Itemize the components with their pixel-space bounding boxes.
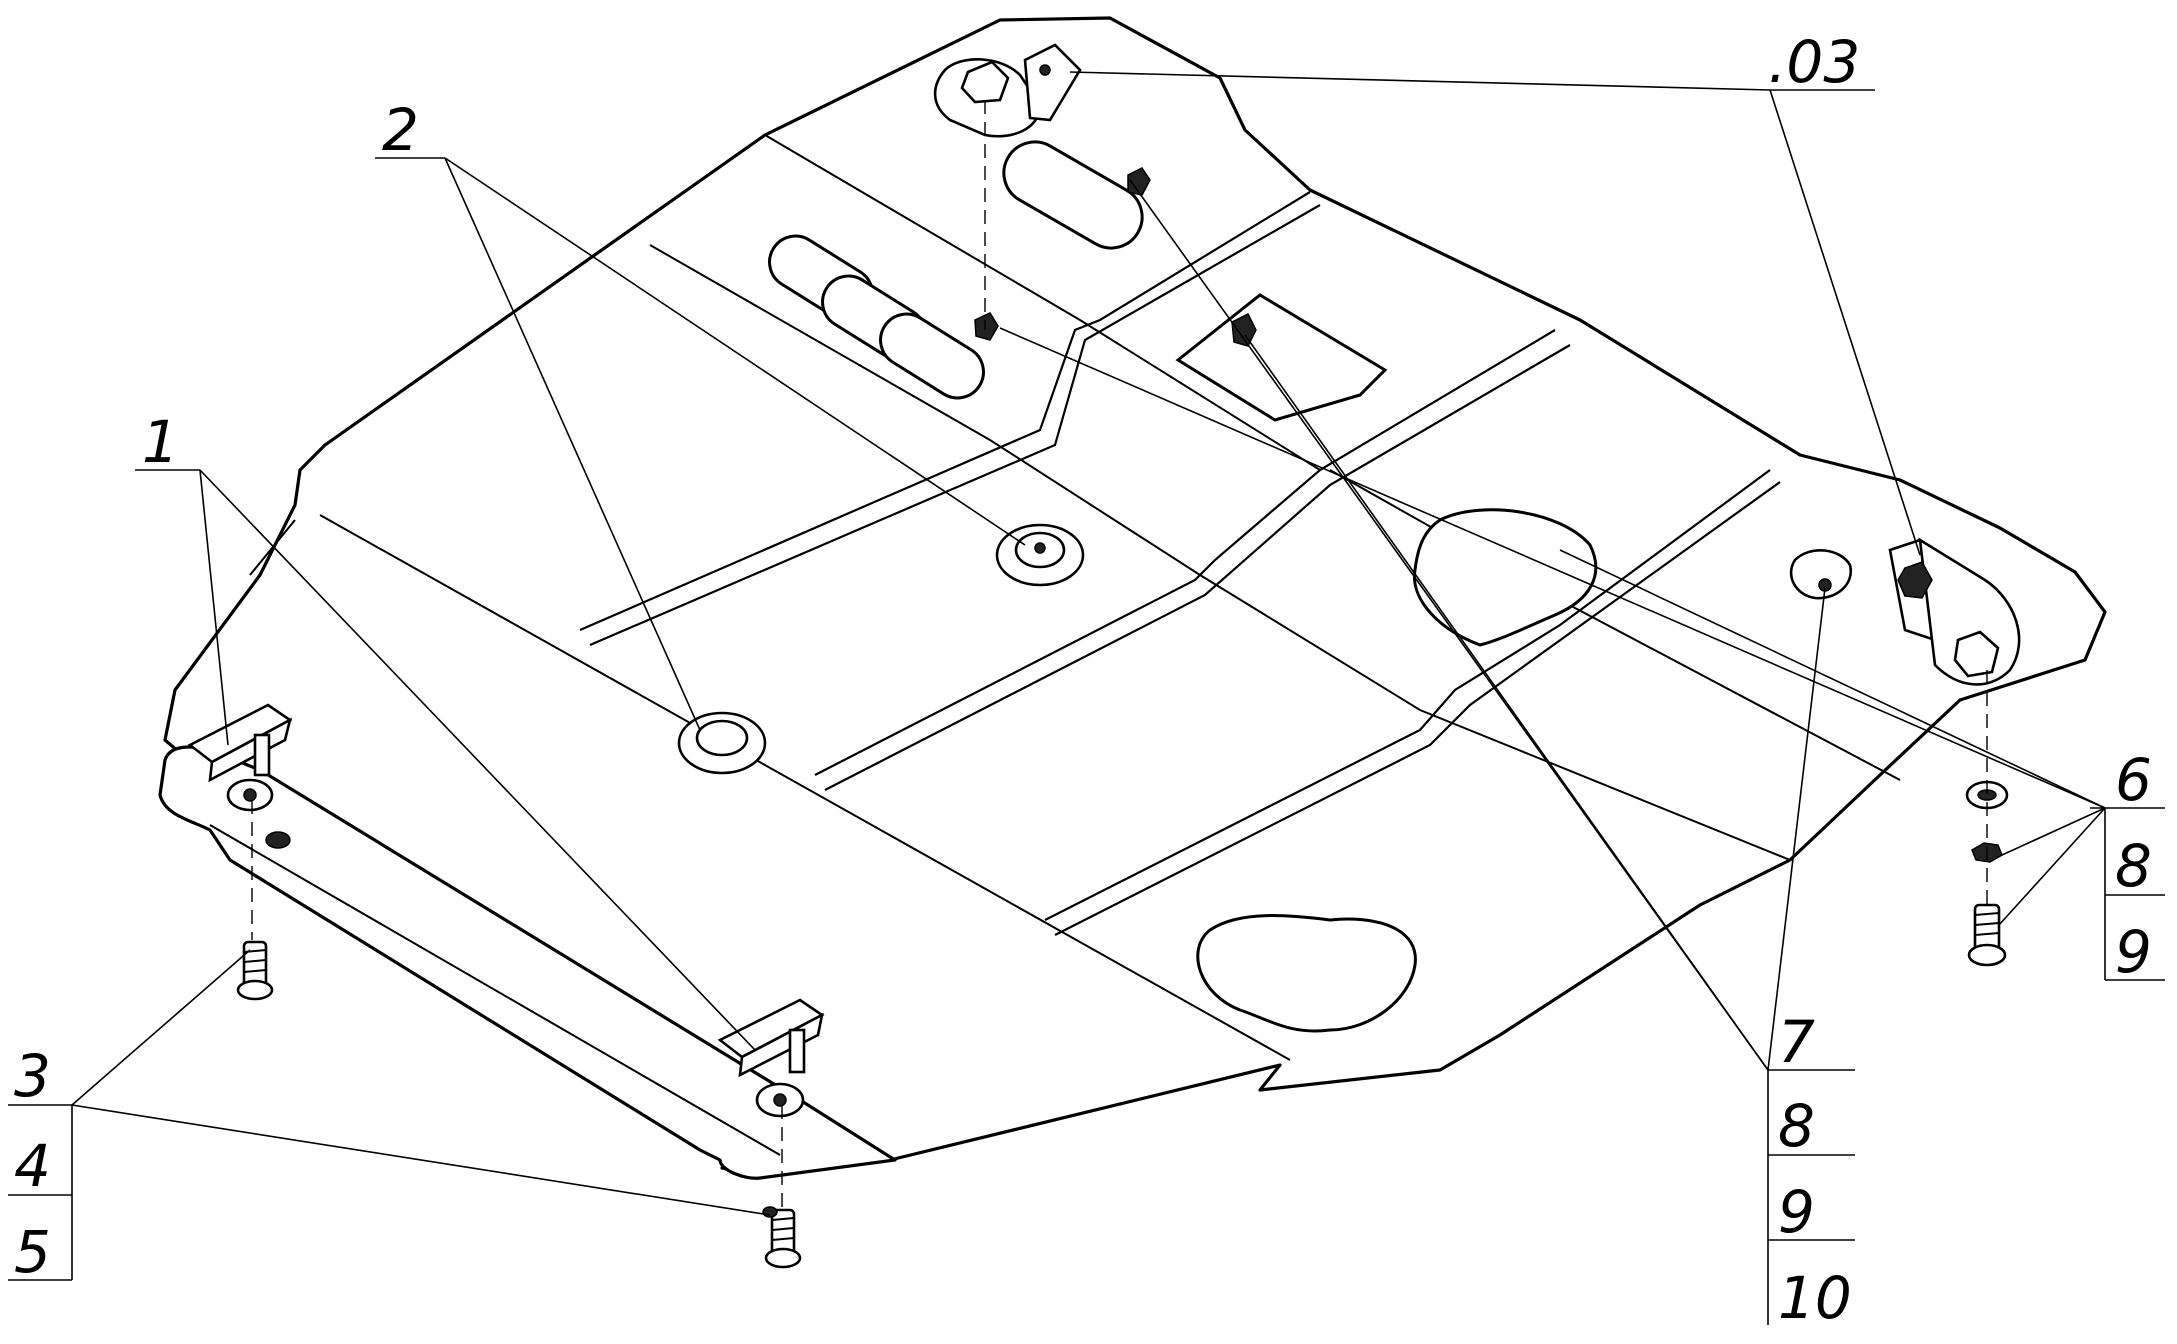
crease-d (1244, 129, 1331, 201)
skid-plate (163, 16, 2107, 1177)
hatch-bolt (1231, 312, 1257, 347)
vent-slots (768, 140, 1144, 400)
rib-3b (1054, 481, 1781, 936)
rib-2 (814, 329, 1556, 776)
callout-1: 1 (142, 408, 179, 476)
callout-8-right: 8 (2115, 832, 2152, 900)
slot-bolt-mid (974, 312, 999, 341)
rear-bracket-right (1789, 537, 2021, 686)
callout-4: 4 (14, 1132, 51, 1200)
rib-2b (824, 344, 1571, 791)
crease-b (649, 244, 1791, 861)
front-bracket-left (187, 703, 293, 849)
slot-bolt-rear (1127, 167, 1151, 196)
access-hatch (1175, 293, 1388, 422)
bolt-rear-right (1967, 903, 2007, 967)
rib-1b (589, 204, 1321, 647)
callout-10: 10 (1778, 1264, 1852, 1332)
crease-a (764, 134, 1321, 471)
callout-8: 8 (1778, 1092, 1815, 1160)
front-bracket-right (717, 998, 825, 1118)
callout-2: 2 (382, 96, 419, 164)
front-cutout (1196, 914, 1417, 1033)
rib-1 (579, 191, 1311, 632)
rear-bracket-left (933, 43, 1082, 138)
leader-lines (8, 71, 2165, 1325)
callout-5: 5 (14, 1218, 51, 1286)
grommet-lower (677, 711, 767, 775)
front-panel-lip (249, 444, 326, 576)
front-panel-edge (319, 514, 1291, 1061)
callout-03: .03 (1768, 28, 1860, 96)
callout-7: 7 (1778, 1008, 1815, 1076)
bolt-front-right (762, 1206, 802, 1269)
drain-hole (1412, 508, 1598, 647)
callout-3: 3 (14, 1042, 51, 1110)
callout-9-right: 9 (2115, 918, 2152, 986)
rib-3 (1044, 469, 1771, 921)
bolt-front-left (236, 940, 274, 1001)
callout-9: 9 (1778, 1178, 1815, 1246)
callout-6: 6 (2115, 746, 2152, 814)
